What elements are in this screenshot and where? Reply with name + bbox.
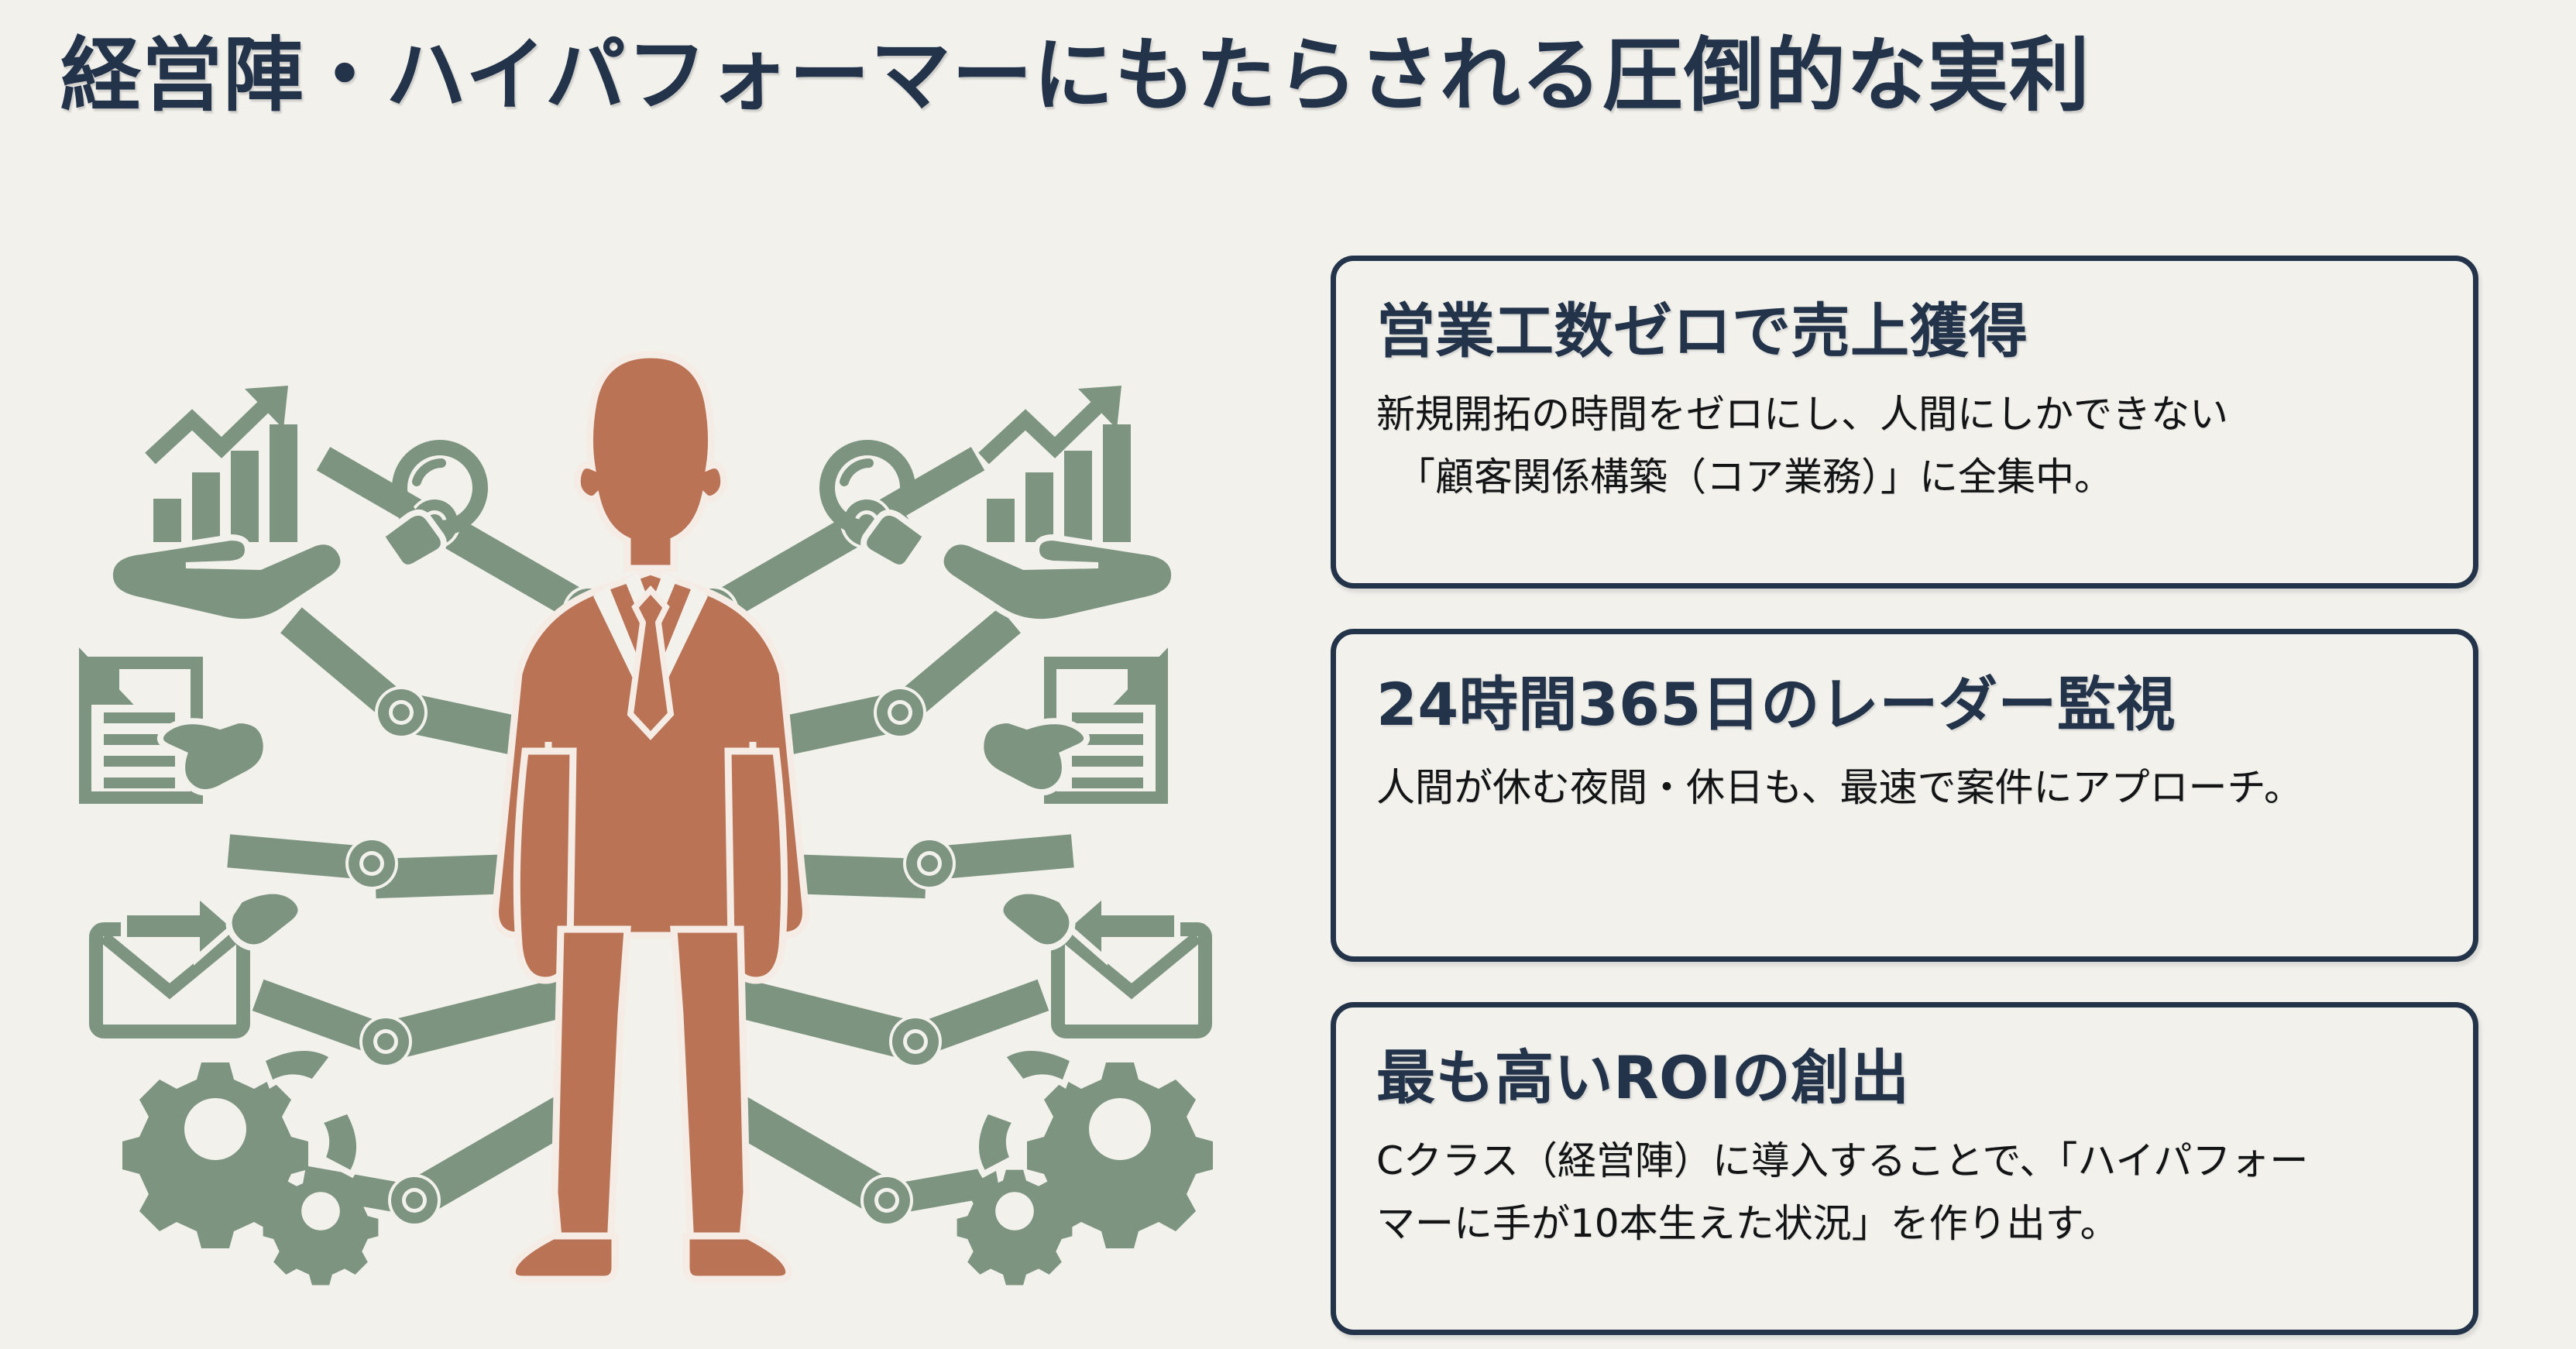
benefit-card-1[interactable]: 営業工数ゼロで売上獲得 新規開拓の時間をゼロにし、人間にしかできない 「顧客関係… xyxy=(1331,256,2478,589)
businessman-silhouette xyxy=(492,351,809,1283)
benefit-card-2-body: 人間が休む夜間・休日も、最速で案件にアプローチ。 xyxy=(1376,757,2433,819)
benefit-card-1-body-line-1: 新規開拓の時間をゼロにし、人間にしかできない xyxy=(1376,391,2228,437)
page-title: 経営陣・ハイパフォーマーにもたらされる圧倒的な実利 xyxy=(60,28,2090,122)
gears-icon-right xyxy=(957,1044,1213,1285)
magnifier-icon-left xyxy=(379,440,488,571)
benefit-card-1-heading: 営業工数ゼロで売上獲得 xyxy=(1376,297,2028,366)
benefit-card-2[interactable]: 24時間365日のレーダー監視 人間が休む夜間・休日も、最速で案件にアプローチ。 xyxy=(1331,629,2478,962)
magnifier-icon-right xyxy=(819,440,929,571)
benefit-card-3-body-line-2: マーに手が10本生えた状況」を作り出す。 xyxy=(1376,1200,2119,1246)
benefit-card-2-body-line-1: 人間が休む夜間・休日も、最速で案件にアプローチ。 xyxy=(1376,764,2303,810)
envelope-icon-left xyxy=(89,887,304,1038)
benefit-card-1-body: 新規開拓の時間をゼロにし、人間にしかできない 「顧客関係構築（コア業務）」に全集… xyxy=(1376,383,2433,509)
benefit-card-3-heading: 最も高いROIの創出 xyxy=(1376,1043,1910,1112)
benefit-card-3-body-line-1: Cクラス（経営陣）に導入することで、「ハイパフォー xyxy=(1376,1138,2309,1183)
benefit-card-list: 営業工数ゼロで売上獲得 新規開拓の時間をゼロにし、人間にしかできない 「顧客関係… xyxy=(1331,256,2478,1335)
benefit-card-2-heading: 24時間365日のレーダー監視 xyxy=(1376,670,2176,739)
gears-icon-left xyxy=(122,1044,379,1285)
document-icon-right xyxy=(977,647,1168,804)
benefit-card-3[interactable]: 最も高いROIの創出 Cクラス（経営陣）に導入することで、「ハイパフォー マーに… xyxy=(1331,1002,2478,1335)
illustration-robotic-arms xyxy=(46,209,1255,1324)
document-icon-left xyxy=(79,647,270,804)
growth-chart-icon-left xyxy=(106,386,347,626)
growth-chart-icon-right xyxy=(937,386,1178,626)
envelope-icon-right xyxy=(997,887,1212,1038)
benefit-card-3-body: Cクラス（経営陣）に導入することで、「ハイパフォー マーに手が10本生えた状況」… xyxy=(1376,1130,2433,1255)
benefit-card-1-body-line-2: 「顧客関係構築（コア業務）」に全集中。 xyxy=(1396,454,2113,499)
